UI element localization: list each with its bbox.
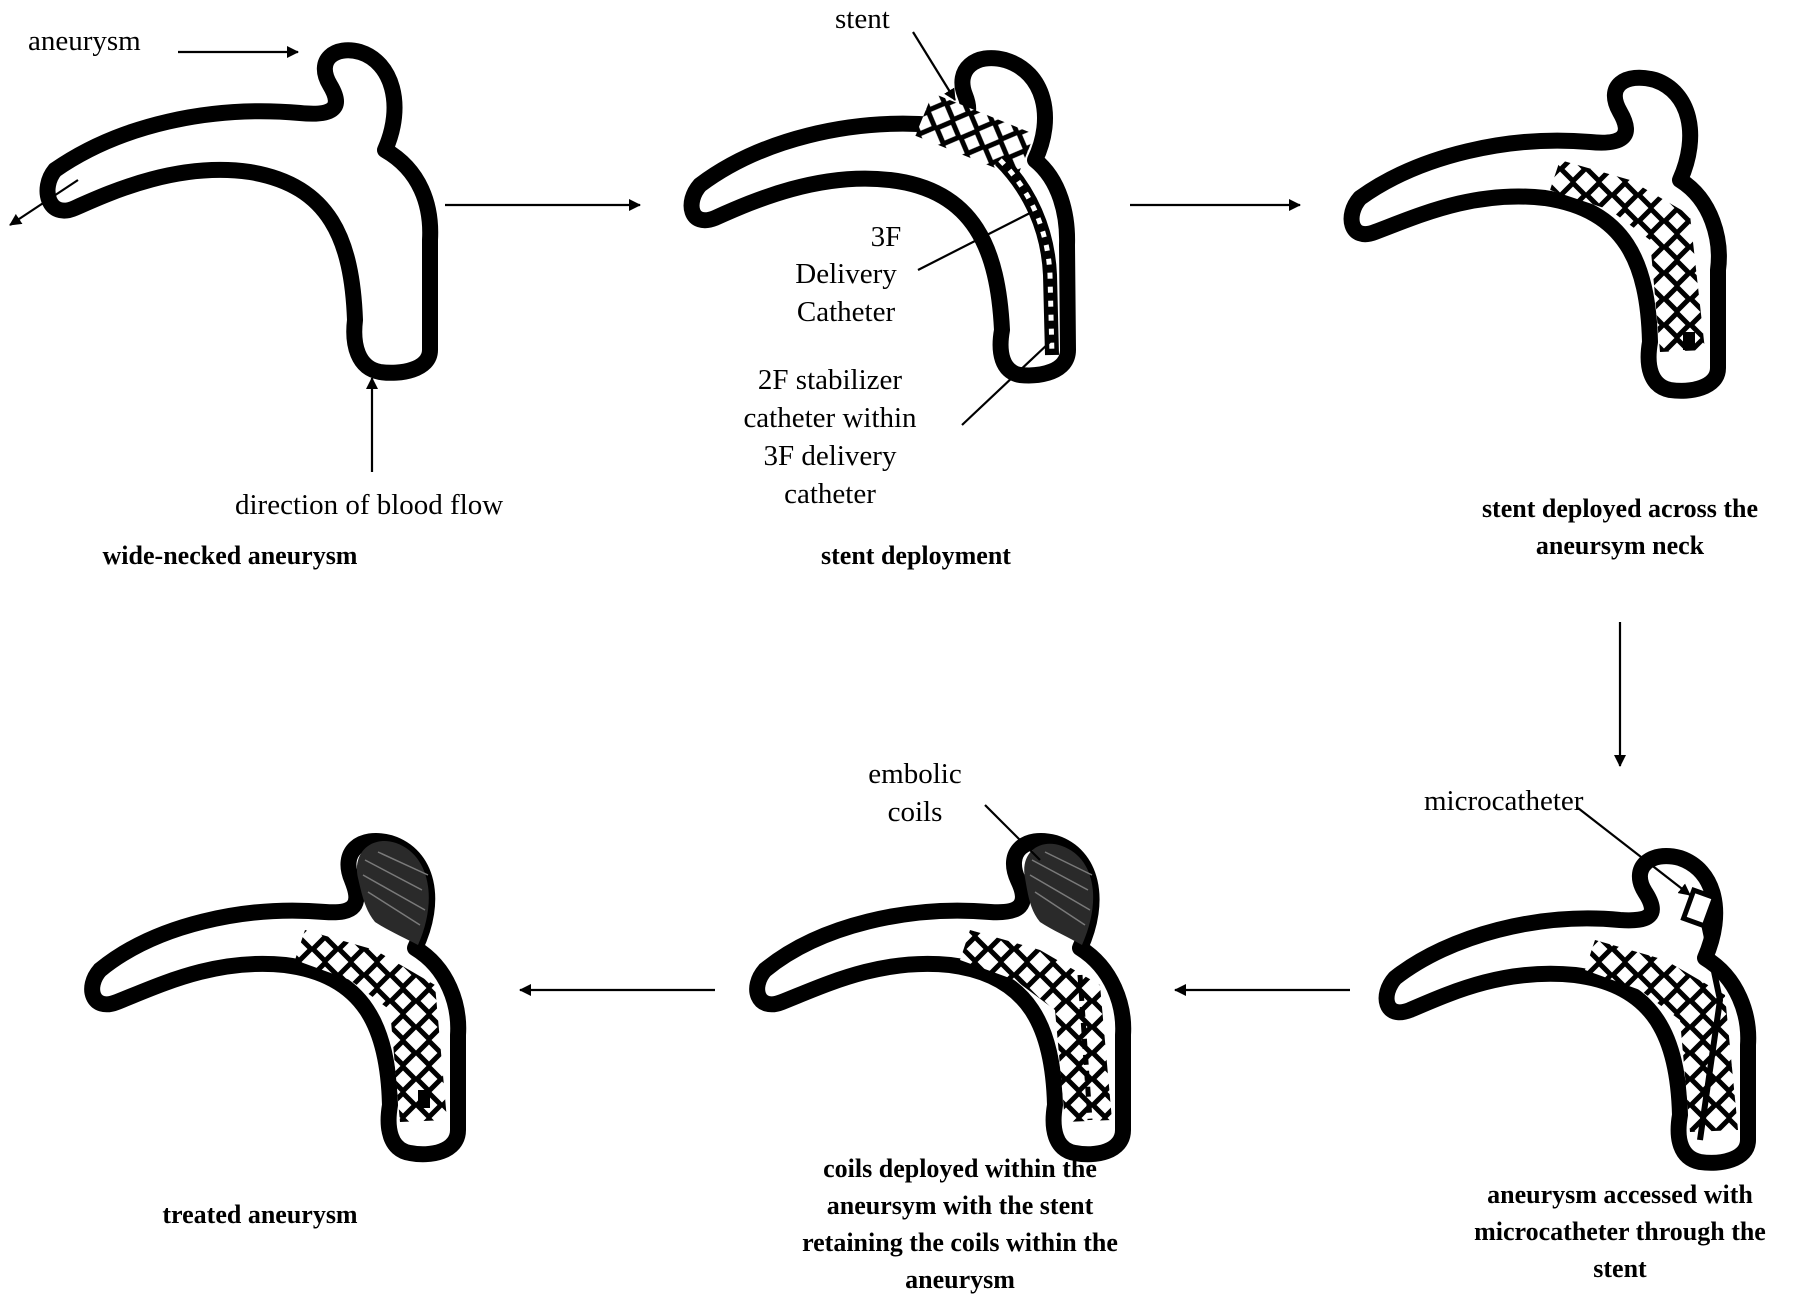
panel-stent-deployed xyxy=(1343,69,1727,399)
caption-microcatheter-access: aneurysm accessed with microcatheter thr… xyxy=(1474,1180,1766,1283)
blood-flow-label: direction of blood flow xyxy=(235,489,504,521)
stabilizer-label-line3: 3F delivery xyxy=(763,440,897,472)
stent-label: stent xyxy=(835,3,890,35)
microcatheter-line xyxy=(1697,904,1724,1141)
stabilizer-label-line2: catheter within xyxy=(743,402,917,434)
blood-flow-out-arrow xyxy=(9,179,79,226)
stent-pointer xyxy=(912,31,956,101)
panel-microcatheter xyxy=(1378,807,1757,1171)
delivery-catheter-label-line3: Catheter xyxy=(796,296,896,328)
panel-treated-aneurysm xyxy=(84,833,467,1163)
microcatheter-label: microcatheter xyxy=(1424,785,1584,817)
panel-stent-deployment xyxy=(683,31,1076,426)
delivery-catheter-pointer xyxy=(917,212,1031,271)
delivery-catheter-label-line1: 3F xyxy=(870,221,902,253)
embolic-coils-pointer xyxy=(984,804,1041,861)
stent-mesh xyxy=(1585,940,1738,1132)
microcatheter-pointer xyxy=(1577,807,1691,896)
stabilizer-label-line4: catheter xyxy=(784,478,876,510)
caption-wide-necked-aneurysm: wide-necked aneurysm xyxy=(102,541,358,570)
stabilizer-label-line1: 2F stabilizer xyxy=(757,364,903,396)
delivery-catheter-label-line2: Delivery xyxy=(795,258,897,290)
caption-stent-deployment: stent deployment xyxy=(821,541,1011,570)
panel-wide-necked-aneurysm xyxy=(9,42,439,381)
embolic-coils-label-line1: embolic xyxy=(868,758,962,790)
stent-mesh xyxy=(960,930,1112,1122)
stent-mesh xyxy=(295,930,447,1122)
aneurysm-label: aneurysm xyxy=(28,25,141,57)
caption-stent-deployed: stent deployed across the aneursym neck xyxy=(1481,494,1759,560)
stent-mesh xyxy=(1550,160,1705,352)
embolic-coils-label-line2: coils xyxy=(887,796,943,828)
stabilizer-pointer xyxy=(961,341,1051,426)
panel-coils-deployed xyxy=(749,804,1132,1163)
caption-coils-deployed: coils deployed within the aneursym with … xyxy=(802,1154,1118,1294)
caption-treated-aneurysm: treated aneurysm xyxy=(162,1200,358,1229)
